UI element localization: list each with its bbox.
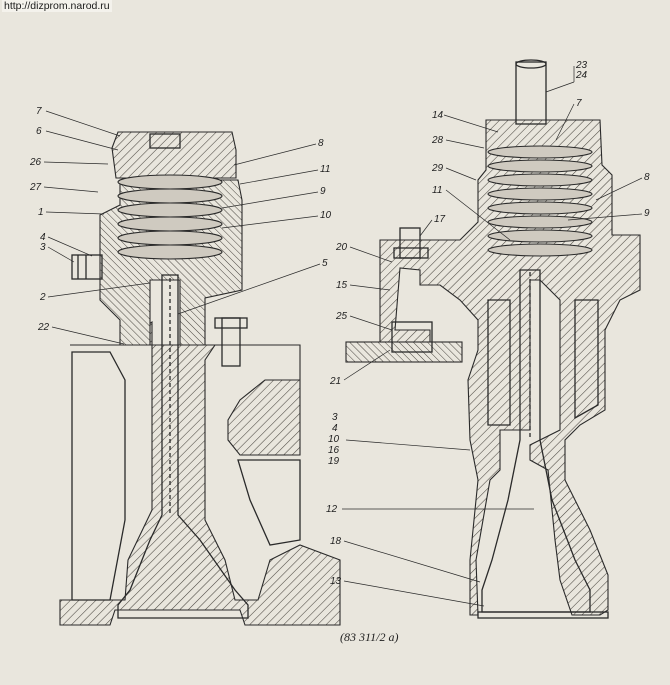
left-fitting	[71, 254, 103, 280]
part-label: 24	[575, 70, 588, 81]
part-label: 11	[320, 164, 330, 175]
left-stud	[221, 317, 241, 367]
part-label: 7	[36, 106, 42, 117]
part-label: 12	[326, 504, 338, 515]
part-label: 9	[644, 208, 650, 219]
part-label: 22	[37, 322, 50, 333]
part-label: 3	[40, 242, 46, 253]
part-label: 9	[320, 186, 326, 197]
part-label: 15	[336, 280, 348, 291]
part-label: 10	[328, 434, 340, 445]
part-label: 13	[330, 576, 342, 587]
left-valve-stem	[117, 274, 249, 619]
right-valve-view	[345, 59, 641, 619]
part-label: 6	[36, 126, 42, 137]
part-label: 27	[29, 182, 42, 193]
part-label: 10	[320, 210, 332, 221]
part-label: 16	[328, 445, 340, 456]
figure-caption: (83 311/2 a)	[340, 630, 398, 644]
part-label: 1	[38, 207, 44, 218]
part-label: 21	[329, 376, 341, 387]
part-label: 4	[332, 423, 338, 434]
part-label: 5	[322, 258, 328, 269]
part-label: 19	[328, 456, 340, 467]
part-label: 11	[432, 185, 442, 196]
right-springs	[487, 145, 593, 257]
part-label: 8	[318, 138, 324, 149]
part-label: 25	[335, 311, 348, 322]
part-label: 17	[434, 214, 446, 225]
part-label: 18	[330, 536, 342, 547]
part-label: 7	[576, 98, 582, 109]
left-valve-view	[59, 131, 341, 626]
part-label: 14	[432, 110, 444, 121]
source-url: http://dizprom.narod.ru	[2, 0, 112, 12]
stacked-part-labels: 3 4 10 16 19	[328, 412, 471, 467]
part-label: 8	[644, 172, 650, 183]
part-label: 20	[335, 242, 348, 253]
left-springs	[117, 174, 223, 260]
part-label: 26	[29, 157, 42, 168]
left-cylinder-head	[59, 320, 341, 626]
left-part-labels: 7 6 26 27 1 4 3 2 22 8 11 9 10 5	[29, 106, 332, 345]
part-label: 4	[40, 232, 46, 243]
right-part-labels: 23 24 14 7 28 29 11 8 9 17 20 15 25 21 1…	[326, 60, 650, 607]
part-label: 2	[39, 292, 46, 303]
part-label: 28	[431, 135, 444, 146]
part-label: 23	[575, 60, 588, 71]
part-label: 3	[332, 412, 338, 423]
part-label: 29	[431, 163, 444, 174]
